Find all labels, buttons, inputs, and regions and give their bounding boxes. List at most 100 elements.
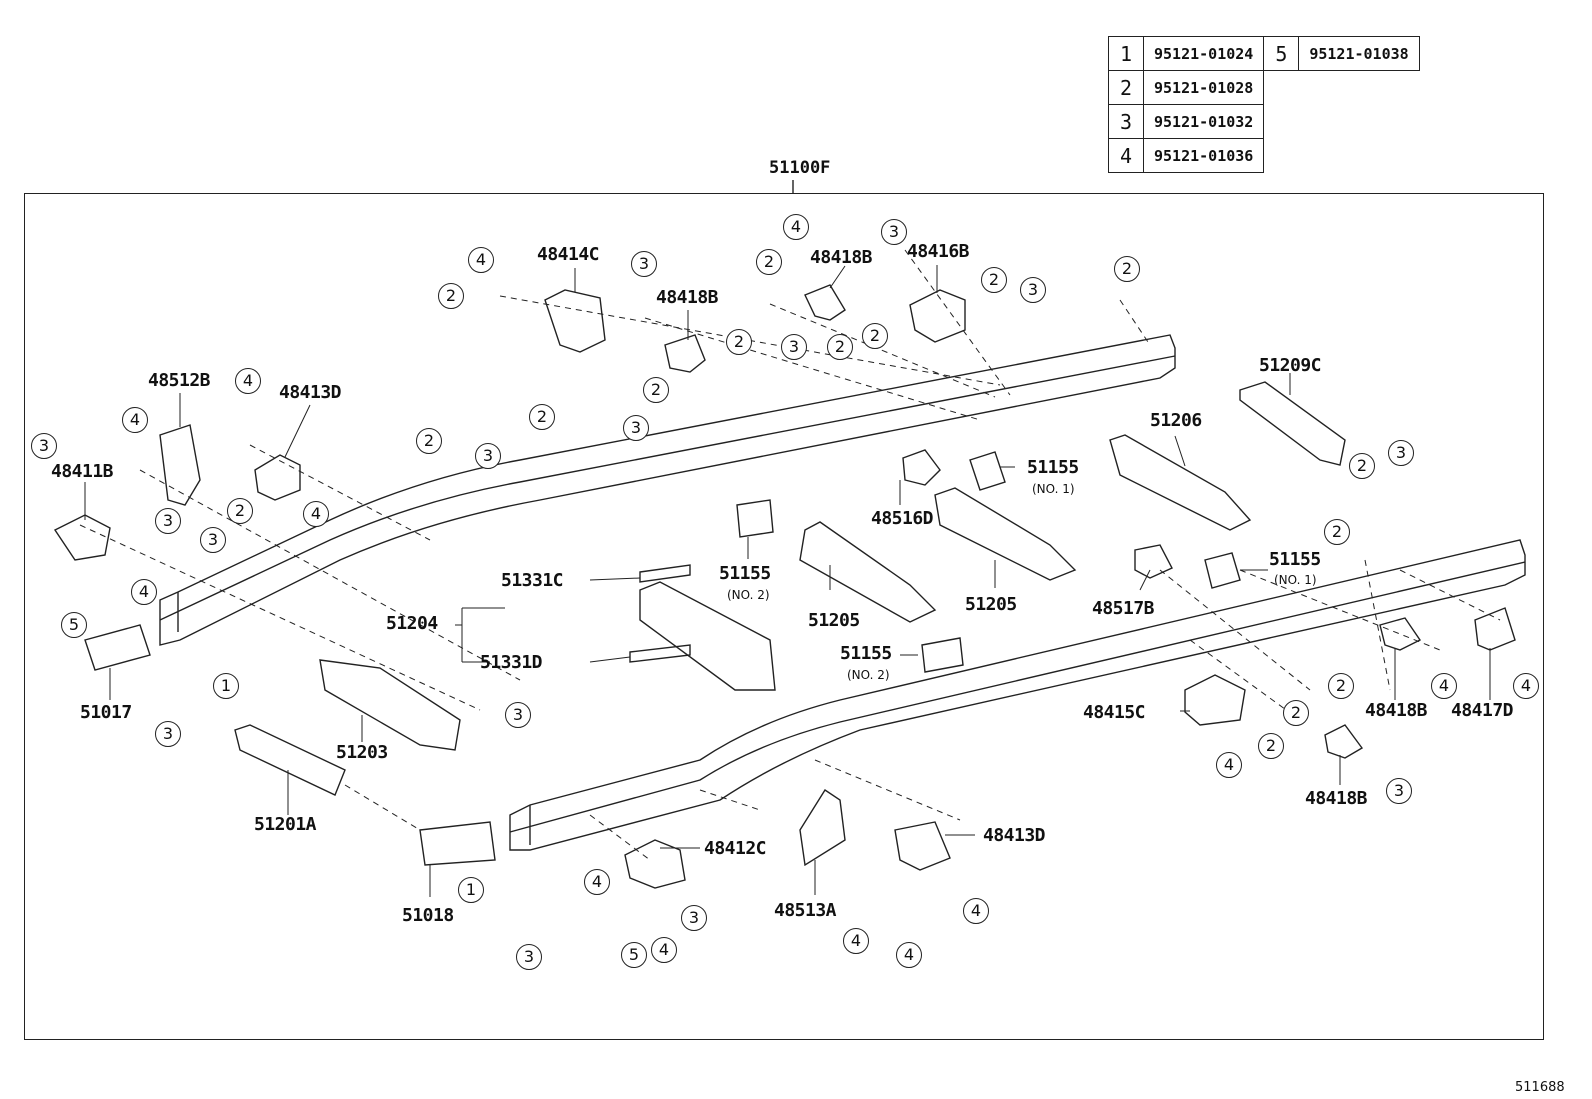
fastener-callout[interactable]: 2 — [726, 329, 752, 355]
part-label-51018[interactable]: 51018 — [402, 905, 454, 926]
fastener-callout[interactable]: 2 — [1114, 256, 1140, 282]
fastener-callout[interactable]: 3 — [516, 944, 542, 970]
fastener-callout[interactable]: 3 — [1386, 778, 1412, 804]
part-label-51201A[interactable]: 51201A — [254, 814, 317, 835]
fastener-callout[interactable]: 2 — [862, 323, 888, 349]
part-label-51155[interactable]: 51155 — [840, 643, 892, 664]
fastener-callout[interactable]: 3 — [155, 721, 181, 747]
fastener-callout[interactable]: 3 — [200, 527, 226, 553]
fastener-callout[interactable]: 4 — [1513, 673, 1539, 699]
gusset-51155-no2-upper — [736, 499, 774, 538]
fastener-callout[interactable]: 2 — [438, 283, 464, 309]
fastener-callout[interactable]: 3 — [781, 334, 807, 360]
fastener-callout[interactable]: 2 — [643, 377, 669, 403]
bracket-48411B — [53, 514, 111, 561]
part-label-51203[interactable]: 51203 — [336, 742, 388, 763]
legend-part-number[interactable]: 95121-01032 — [1142, 104, 1265, 139]
part-label-48411B[interactable]: 48411B — [51, 461, 114, 482]
part-label-48418B[interactable]: 48418B — [810, 247, 873, 268]
legend-row: 1 95121-01024 5 95121-01038 — [1108, 36, 1420, 71]
legend-part-number[interactable]: 95121-01028 — [1142, 70, 1265, 105]
part-label-48413D[interactable]: 48413D — [983, 825, 1046, 846]
part-label-48513A[interactable]: 48513A — [774, 900, 837, 921]
bracket-48415C — [1184, 674, 1246, 726]
fastener-callout[interactable]: 3 — [505, 702, 531, 728]
part-label-48414C[interactable]: 48414C — [537, 244, 600, 265]
fastener-callout[interactable]: 2 — [529, 404, 555, 430]
fastener-callout[interactable]: 4 — [1431, 673, 1457, 699]
part-label-48418B[interactable]: 48418B — [1365, 700, 1428, 721]
part-label-51017[interactable]: 51017 — [80, 702, 132, 723]
gusset-51155-no2-lower — [921, 637, 964, 673]
fastener-callout[interactable]: 4 — [783, 214, 809, 240]
part-label-48417D[interactable]: 48417D — [1451, 700, 1514, 721]
fastener-callout[interactable]: 2 — [1349, 453, 1375, 479]
part-label-51205[interactable]: 51205 — [965, 594, 1017, 615]
fastener-callout[interactable]: 2 — [1258, 733, 1284, 759]
part-label-51206[interactable]: 51206 — [1150, 410, 1202, 431]
part-label-48413D[interactable]: 48413D — [279, 382, 342, 403]
part-label-51331C[interactable]: 51331C — [501, 570, 564, 591]
fastener-callout[interactable]: 2 — [827, 334, 853, 360]
part-label-48416B[interactable]: 48416B — [907, 241, 970, 262]
part-label-48418B[interactable]: 48418B — [656, 287, 719, 308]
fastener-callout[interactable]: 3 — [623, 415, 649, 441]
fastener-callout[interactable]: 2 — [416, 428, 442, 454]
part-label-51209C[interactable]: 51209C — [1259, 355, 1322, 376]
fastener-callout[interactable]: 3 — [155, 508, 181, 534]
fastener-callout[interactable]: 3 — [31, 433, 57, 459]
fastener-callout[interactable]: 4 — [651, 937, 677, 963]
fastener-callout[interactable]: 4 — [963, 898, 989, 924]
part-label-51155[interactable]: 51155 — [1269, 549, 1321, 570]
legend-number: 1 — [1108, 36, 1144, 71]
fastener-callout[interactable]: 4 — [131, 579, 157, 605]
part-label-51155[interactable]: 51155 — [1027, 457, 1079, 478]
fastener-callout[interactable]: 4 — [1216, 752, 1242, 778]
part-label-48517B[interactable]: 48517B — [1092, 598, 1155, 619]
part-label-48412C[interactable]: 48412C — [704, 838, 767, 859]
part-label-51204[interactable]: 51204 — [386, 613, 438, 634]
fastener-callout[interactable]: 2 — [1324, 519, 1350, 545]
part-label-51331D[interactable]: 51331D — [480, 652, 543, 673]
fastener-callout[interactable]: 2 — [1283, 700, 1309, 726]
part-label-48415C[interactable]: 48415C — [1083, 702, 1146, 723]
legend-part-number[interactable]: 95121-01038 — [1298, 36, 1420, 71]
fastener-callout[interactable]: 2 — [756, 249, 782, 275]
legend-number: 4 — [1108, 138, 1144, 173]
crossmember-51203 — [319, 659, 461, 751]
fastener-callout[interactable]: 3 — [681, 905, 707, 931]
bracket-48413D-lower — [894, 821, 951, 871]
fastener-callout[interactable]: 2 — [227, 498, 253, 524]
assembly-label[interactable]: 51100F — [769, 158, 831, 178]
fastener-callout[interactable]: 1 — [458, 877, 484, 903]
part-label-51155[interactable]: 51155 — [719, 563, 771, 584]
fastener-callout[interactable]: 3 — [475, 443, 501, 469]
part-label-51205[interactable]: 51205 — [808, 610, 860, 631]
fastener-callout[interactable]: 3 — [1020, 277, 1046, 303]
fastener-callout[interactable]: 1 — [213, 673, 239, 699]
right-rail-inner-edge — [509, 561, 1526, 845]
fastener-callout[interactable]: 4 — [303, 501, 329, 527]
fastener-callout[interactable]: 2 — [1328, 673, 1354, 699]
part-label-48418B[interactable]: 48418B — [1305, 788, 1368, 809]
fastener-callout[interactable]: 4 — [896, 942, 922, 968]
legend-part-number[interactable]: 95121-01024 — [1142, 36, 1265, 71]
fastener-callout[interactable]: 4 — [235, 368, 261, 394]
fastener-callout[interactable]: 4 — [843, 928, 869, 954]
fastener-callout[interactable]: 3 — [881, 219, 907, 245]
fastener-callout[interactable]: 4 — [468, 247, 494, 273]
crossmember-51206 — [1109, 434, 1252, 531]
gusset-51155-no1-upper — [969, 451, 1006, 491]
fastener-callout[interactable]: 2 — [981, 267, 1007, 293]
fastener-callout[interactable]: 5 — [621, 942, 647, 968]
fastener-callout[interactable]: 5 — [61, 612, 87, 638]
part-label-48512B[interactable]: 48512B — [148, 370, 211, 391]
fastener-callout[interactable]: 4 — [122, 407, 148, 433]
legend-part-number[interactable]: 95121-01036 — [1142, 138, 1265, 173]
bracket-48517B — [1134, 544, 1173, 579]
fastener-callout[interactable]: 4 — [584, 869, 610, 895]
fastener-callout[interactable]: 3 — [1388, 440, 1414, 466]
bracket-48416B — [909, 289, 966, 343]
fastener-callout[interactable]: 3 — [631, 251, 657, 277]
part-label-48516D[interactable]: 48516D — [871, 508, 934, 529]
